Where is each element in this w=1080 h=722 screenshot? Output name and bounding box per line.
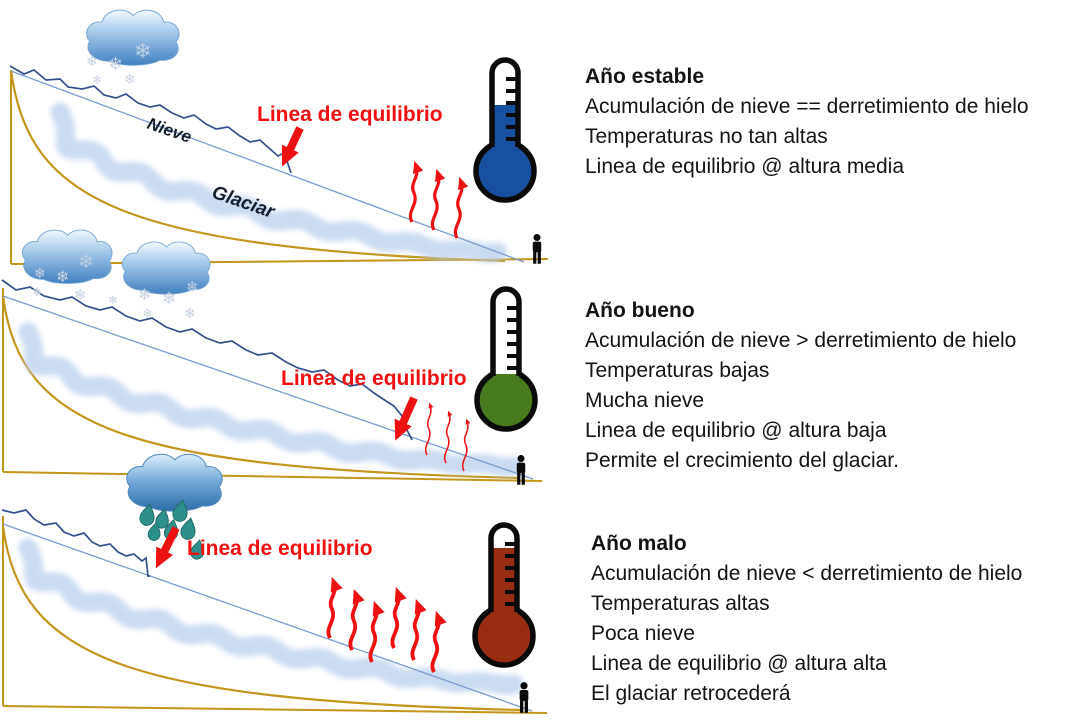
equilibrium-line-label: Linea de equilibrio	[187, 537, 373, 560]
panel-text-line: Linea de equilibrio @ altura alta	[591, 652, 887, 675]
heat-arrows	[408, 160, 469, 239]
panel-text-line: Acumulación de nieve > derretimiento de …	[585, 329, 1017, 352]
svg-text:❄: ❄	[184, 306, 196, 322]
panel-text-line: Temperaturas bajas	[585, 359, 770, 382]
thermometer-icon	[473, 57, 537, 203]
svg-text:❄: ❄	[108, 54, 123, 75]
snow-surface-line	[9, 65, 292, 174]
svg-text:❄: ❄	[56, 267, 69, 286]
svg-text:❄: ❄	[124, 72, 136, 88]
panel-text-line: Linea de equilibrio @ altura media	[585, 155, 905, 178]
panel-text-stable: Año estable Acumulación de nieve == derr…	[585, 62, 1029, 182]
svg-text:❄: ❄	[108, 293, 118, 307]
bedrock-line	[1, 525, 521, 712]
glacier-body	[50, 102, 508, 263]
axis-lines	[2, 516, 548, 714]
panel-text-line: Poca nieve	[591, 622, 695, 645]
panel-good-diagram: ❄ ❄ ❄ ❄ ❄ ❄ ❄ ❄ ❄ ❄ ❄	[1, 229, 543, 485]
panel-stable-diagram: ❄ ❄ ❄ ❄ ❄	[9, 9, 549, 265]
svg-text:❄: ❄	[134, 39, 152, 63]
panel-text-line: Permite el crecimiento del glaciar.	[585, 449, 899, 472]
thermometer-icon	[474, 286, 538, 432]
panel-text-line: Acumulación de nieve == derretimiento de…	[585, 95, 1029, 118]
snowflake-icon: ❄ ❄ ❄ ❄ ❄	[86, 39, 152, 88]
svg-text:❄: ❄	[86, 54, 98, 70]
bedrock-line	[1, 295, 521, 480]
heat-arrows	[326, 576, 447, 673]
equilibrium-arrow-icon	[155, 526, 180, 569]
panel-title: Año malo	[591, 532, 687, 555]
snow-cloud-icon: ❄ ❄ ❄ ❄ ❄ ❄ ❄ ❄ ❄ ❄ ❄	[21, 229, 211, 322]
snow-surface-line	[1, 509, 150, 577]
svg-text:❄: ❄	[34, 266, 46, 282]
panel-text-bad: Año malo Acumulación de nieve < derretim…	[591, 529, 1022, 709]
axis-lines	[2, 288, 543, 482]
snow-cloud-icon: ❄ ❄ ❄ ❄ ❄	[86, 9, 180, 88]
slope-line	[10, 70, 525, 263]
snow-surface-line	[1, 279, 413, 441]
thermometer-icon	[472, 522, 536, 668]
svg-text:❄: ❄	[78, 251, 94, 273]
svg-text:❄: ❄	[186, 278, 199, 296]
equilibrium-arrow-icon	[394, 396, 418, 441]
svg-text:❄: ❄	[138, 285, 151, 304]
panel-title: Año bueno	[585, 299, 695, 322]
panel-text-line: Temperaturas no tan altas	[585, 125, 828, 148]
snowflake-icon: ❄ ❄ ❄ ❄ ❄ ❄ ❄ ❄ ❄ ❄ ❄	[32, 251, 199, 322]
svg-text:❄: ❄	[32, 285, 42, 299]
panel-title: Año estable	[585, 65, 705, 88]
equilibrium-line-label: Linea de equilibrio	[281, 367, 467, 390]
panel-text-line: Linea de equilibrio @ altura baja	[585, 419, 887, 442]
rain-cloud-icon	[126, 453, 223, 561]
slope-line	[2, 523, 533, 712]
equilibrium-line-label: Linea de equilibrio	[257, 103, 443, 126]
glacier-body	[18, 322, 524, 477]
panel-text-line: Mucha nieve	[585, 389, 705, 412]
bedrock-line	[9, 69, 506, 263]
svg-text:❄: ❄	[162, 289, 176, 309]
svg-text:❄: ❄	[74, 286, 87, 304]
svg-text:❄: ❄	[142, 307, 153, 322]
glacier-body	[18, 538, 524, 695]
panel-text-good: Año bueno Acumulación de nieve > derreti…	[585, 296, 1016, 476]
slope-line	[2, 295, 534, 480]
panel-text-line: Temperaturas altas	[591, 592, 770, 615]
panel-bad-diagram	[1, 453, 548, 714]
panel-text-line: Acumulación de nieve < derretimiento de …	[591, 562, 1023, 585]
svg-text:❄: ❄	[92, 73, 102, 87]
heat-arrows	[425, 402, 471, 472]
panel-text-line: El glaciar retrocederá	[591, 682, 791, 705]
equilibrium-arrow-icon	[281, 126, 304, 167]
